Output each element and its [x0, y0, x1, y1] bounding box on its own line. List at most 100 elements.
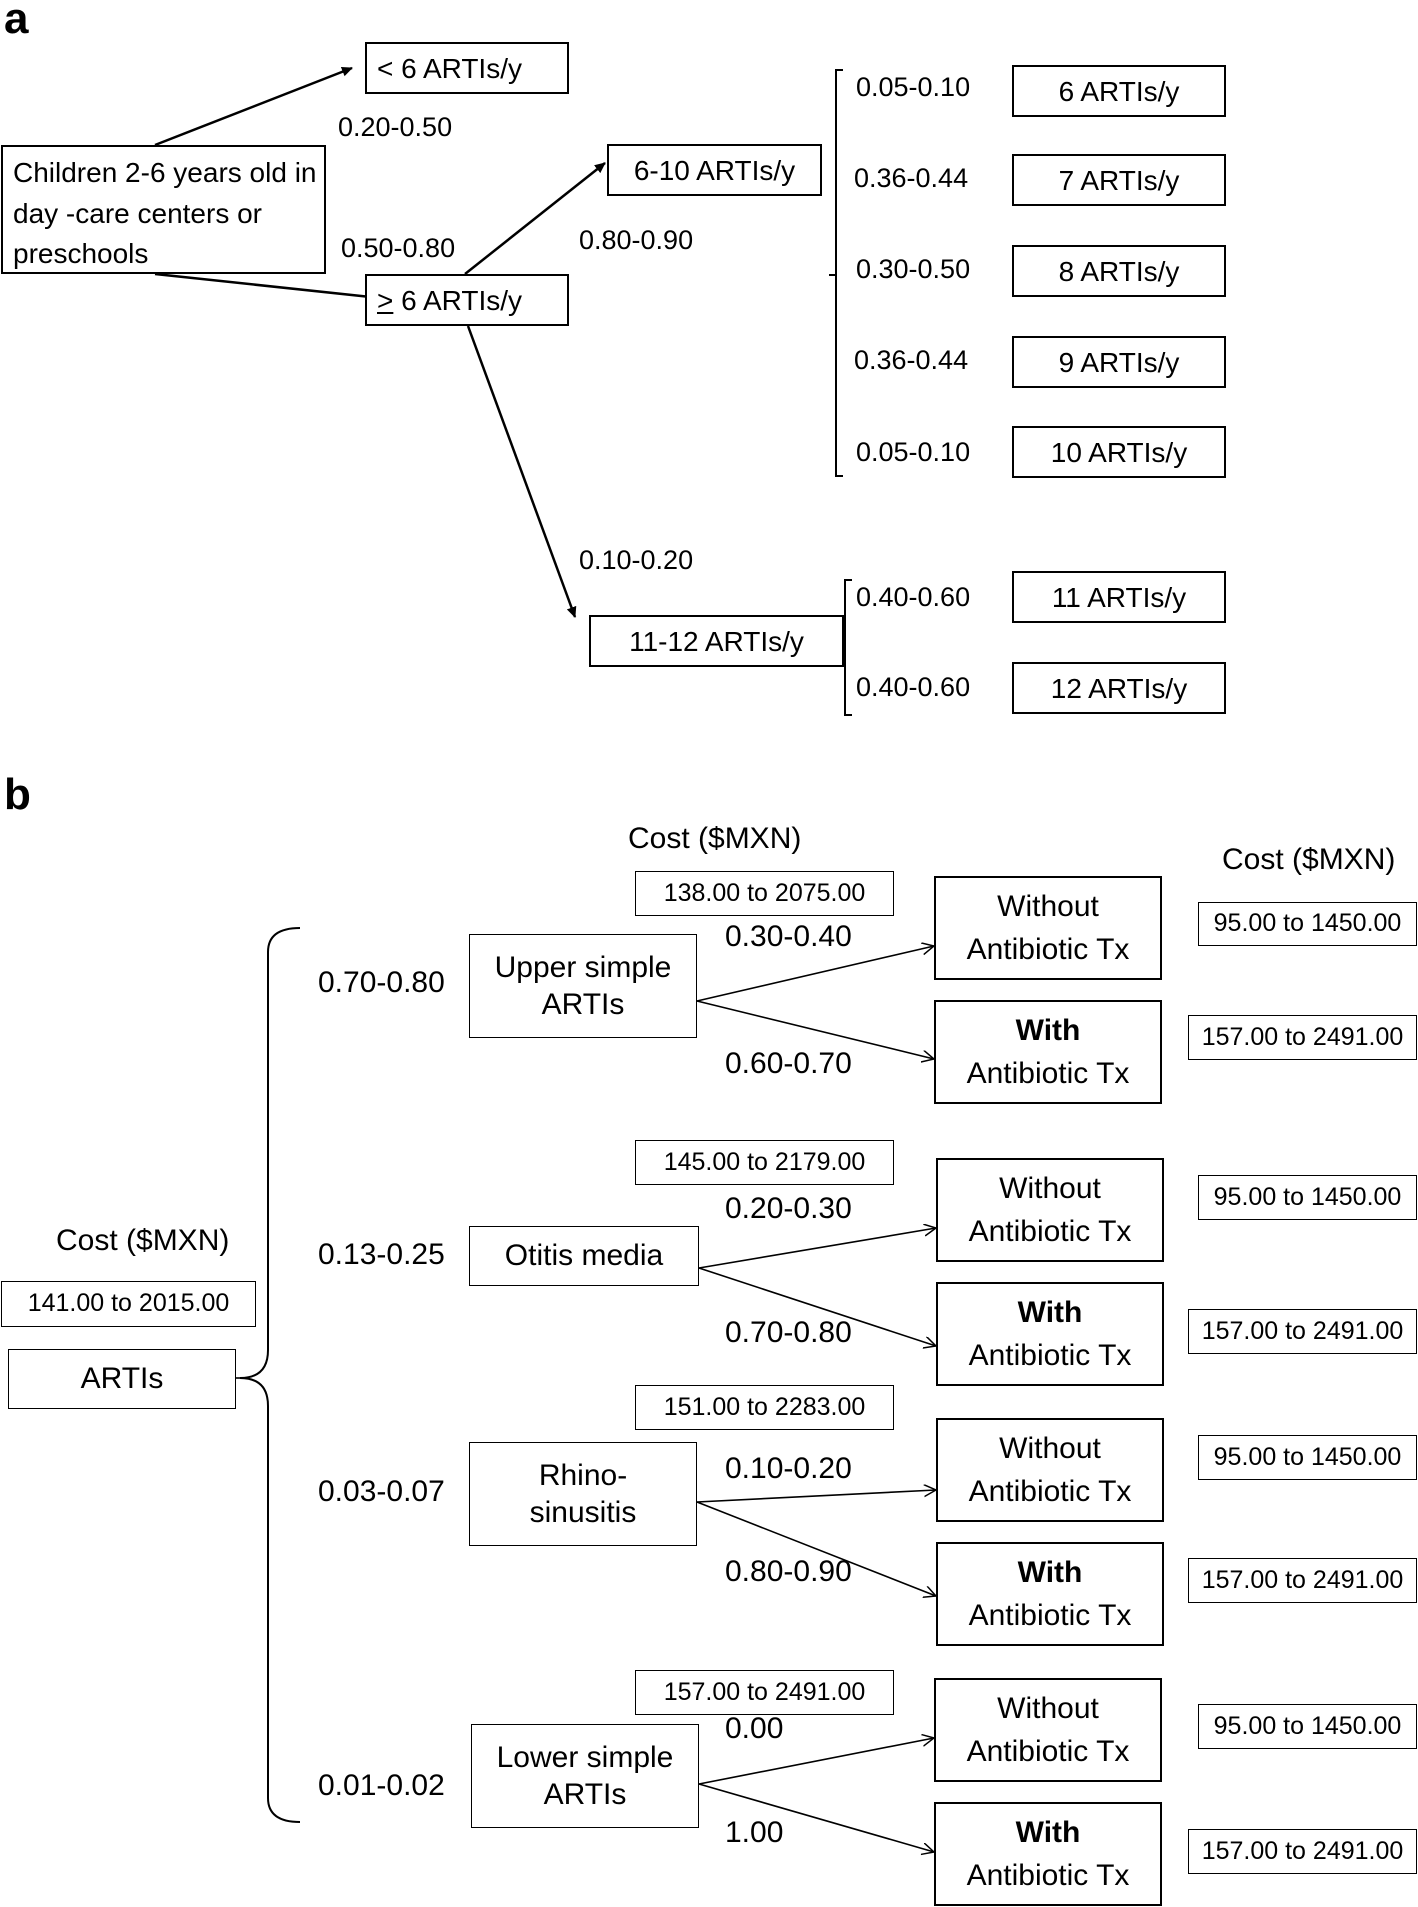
arrow-lower-without: [698, 1738, 934, 1785]
node-12: 12 ARTIs/y: [1012, 662, 1226, 714]
outcome-with-line2: Antibiotic Tx: [968, 1599, 1132, 1632]
node-6: 6 ARTIs/y: [1012, 65, 1226, 117]
cost-rhino-value: 151.00 to 2283.00: [663, 1392, 866, 1421]
node-7: 7 ARTIs/y: [1012, 154, 1226, 206]
panel-a-connectors: [154, 66, 852, 716]
panel-b-connectors: [236, 927, 936, 1852]
arrow-otitis-with: [698, 1267, 936, 1346]
node-10-label: 10 ARTIs/y: [1050, 436, 1188, 468]
node-6-10-label: 6-10 ARTIs/y: [633, 154, 796, 186]
cost-root-value: 141.00 to 2015.00: [27, 1289, 230, 1318]
prob-12: 0.40-0.60: [856, 672, 971, 702]
cost-otitis-without: 95.00 to 1450.00: [1198, 1175, 1417, 1220]
root-node-children: Children 2-6 years old in day -care cent…: [1, 145, 326, 274]
cost-root: 141.00 to 2015.00: [1, 1281, 256, 1327]
node-11: 11 ARTIs/y: [1012, 571, 1226, 623]
arrow-otitis-without: [698, 1228, 936, 1269]
cost-lower-with: 157.00 to 2491.00: [1188, 1829, 1417, 1874]
node-lower-simple-label: Lower simple ARTIs: [496, 1740, 674, 1812]
arrow-rhino-with: [696, 1501, 936, 1596]
prob-8: 0.30-0.50: [856, 254, 971, 284]
cost-otitis-value: 145.00 to 2179.00: [663, 1147, 866, 1176]
prob-ge6: 0.50-0.80: [341, 233, 456, 263]
node-lt6-label: < 6 ARTIs/y: [377, 52, 522, 84]
node-11-12: 11-12 ARTIs/y: [589, 615, 844, 667]
arrow-upper-without: [696, 946, 934, 1002]
cost-otitis-with-value: 157.00 to 2491.00: [1201, 1316, 1404, 1345]
node-upper-simple: Upper simple ARTIs: [469, 934, 697, 1038]
outcome-without-line1: Without: [999, 1431, 1101, 1465]
node-lt6: < 6 ARTIs/y: [365, 42, 569, 94]
cost-upper-with: 157.00 to 2491.00: [1188, 1015, 1417, 1060]
node-ge6: > 6 ARTIs/y: [365, 274, 569, 326]
prob-rhino: 0.03-0.07: [318, 1475, 445, 1508]
node-12-label: 12 ARTIs/y: [1050, 672, 1188, 704]
prob-lt6: 0.20-0.50: [338, 112, 453, 142]
cost-header-left: Cost ($MXN): [56, 1224, 230, 1257]
cost-rhino-with-value: 157.00 to 2491.00: [1201, 1565, 1404, 1594]
node-lower-simple: Lower simple ARTIs: [471, 1724, 699, 1828]
node-8-label: 8 ARTIs/y: [1058, 255, 1180, 287]
bracket-11-12: [844, 579, 852, 716]
node-rhino-sinusitis-label: Rhino- sinusitis: [529, 1458, 637, 1530]
prob-11: 0.40-0.60: [856, 582, 971, 612]
outcome-without-line1: Without: [997, 1691, 1099, 1725]
outcome-without-line2: Antibiotic Tx: [966, 1735, 1130, 1768]
prob-6: 0.05-0.10: [856, 72, 971, 102]
outcome-with-line2: Antibiotic Tx: [968, 1339, 1132, 1372]
cost-rhino-without: 95.00 to 1450.00: [1198, 1435, 1417, 1480]
panel-label-a: a: [4, 0, 29, 43]
outcome-with-line1: With: [1015, 1013, 1081, 1047]
cost-header-right: Cost ($MXN): [1222, 843, 1396, 876]
cost-lower-with-value: 157.00 to 2491.00: [1201, 1836, 1404, 1865]
prob-rhino-without: 0.10-0.20: [725, 1452, 852, 1485]
outcome-without-line1: Without: [997, 889, 1099, 923]
cost-rhino-without-value: 95.00 to 1450.00: [1213, 1442, 1402, 1471]
prob-otitis-with: 0.70-0.80: [725, 1316, 852, 1349]
outcome-without-line2: Antibiotic Tx: [968, 1475, 1132, 1508]
cost-upper-without-value: 95.00 to 1450.00: [1213, 909, 1402, 938]
prob-lower-without: 0.00: [725, 1712, 784, 1745]
node-8: 8 ARTIs/y: [1012, 245, 1226, 297]
prob-rhino-with: 0.80-0.90: [725, 1555, 852, 1588]
arrow-root-to-lt6: [154, 66, 353, 147]
node-ge6-label: 6 ARTIs/y: [393, 284, 522, 316]
cost-otitis-with: 157.00 to 2491.00: [1188, 1309, 1417, 1354]
arrow-upper-with: [696, 1000, 934, 1059]
node-11-12-label: 11-12 ARTIs/y: [629, 625, 804, 657]
node-9: 9 ARTIs/y: [1012, 336, 1226, 388]
cost-lower-value: 157.00 to 2491.00: [663, 1677, 866, 1706]
ge-symbol: >: [377, 284, 394, 316]
node-rhino-sinusitis: Rhino- sinusitis: [469, 1442, 697, 1546]
prob-otitis: 0.13-0.25: [318, 1238, 445, 1271]
node-7-label: 7 ARTIs/y: [1058, 164, 1180, 196]
outcome-with-line1: With: [1017, 1555, 1083, 1589]
cost-header-middle: Cost ($MXN): [628, 822, 802, 855]
node-artis-label: ARTIs: [80, 1362, 164, 1396]
outcome-without-line2: Antibiotic Tx: [966, 933, 1130, 966]
bracket-6-10: [835, 69, 843, 477]
cost-lower-without: 95.00 to 1450.00: [1198, 1704, 1417, 1749]
node-artis: ARTIs: [8, 1349, 236, 1409]
cost-upper-value: 138.00 to 2075.00: [663, 878, 866, 907]
node-6-label: 6 ARTIs/y: [1058, 75, 1180, 107]
curly-brace-artis: [239, 927, 301, 1823]
node-6-10: 6-10 ARTIs/y: [607, 144, 822, 196]
prob-upper-with: 0.60-0.70: [725, 1047, 852, 1080]
node-10: 10 ARTIs/y: [1012, 426, 1226, 478]
node-9-label: 9 ARTIs/y: [1058, 346, 1180, 378]
cost-upper-without: 95.00 to 1450.00: [1198, 902, 1417, 946]
cost-upper: 138.00 to 2075.00: [635, 871, 894, 916]
root-node-label: Children 2-6 years old in day -care cent…: [13, 157, 317, 270]
cost-lower-without-value: 95.00 to 1450.00: [1213, 1711, 1402, 1740]
cost-rhino: 151.00 to 2283.00: [635, 1385, 894, 1430]
arrow-ge6-to-11-12: [466, 325, 577, 618]
outcome-without-line1: Without: [999, 1171, 1101, 1205]
prob-lower-with: 1.00: [725, 1816, 784, 1849]
prob-10: 0.05-0.10: [856, 437, 971, 467]
